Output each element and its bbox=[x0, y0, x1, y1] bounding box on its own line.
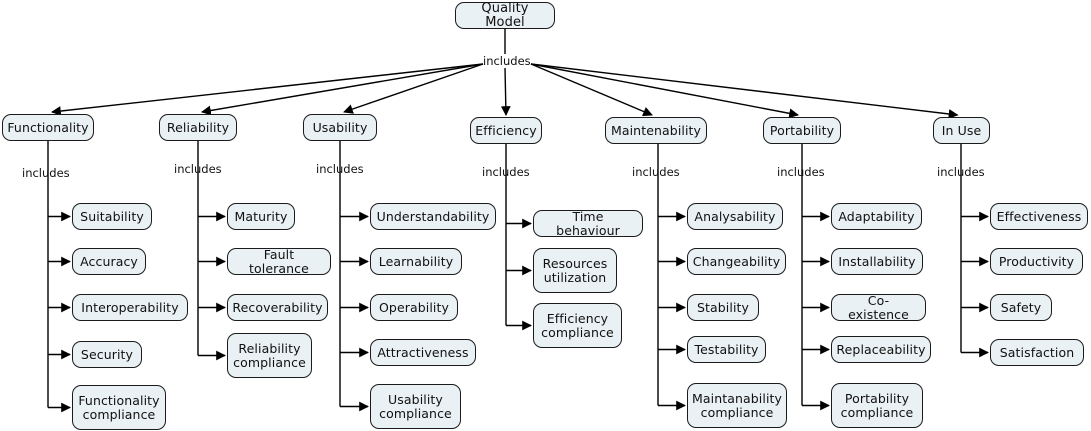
leaf-node-functionality-0[interactable]: Suitability bbox=[72, 203, 152, 230]
leaf-node-portability-2[interactable]: Co-existence bbox=[831, 293, 926, 321]
category-node-usability[interactable]: Usability bbox=[303, 114, 377, 141]
leaf-node-portability-0[interactable]: Adaptability bbox=[831, 203, 922, 230]
leaf-node-maintenability-2[interactable]: Stability bbox=[687, 294, 759, 321]
leaf-node-functionality-4[interactable]: Functionality compliance bbox=[72, 385, 166, 430]
leaf-node-functionality-3[interactable]: Security bbox=[72, 341, 142, 368]
leaf-node-portability-4[interactable]: Portability compliance bbox=[831, 383, 923, 428]
leaf-node-maintenability-4[interactable]: Maintanability compliance bbox=[687, 383, 787, 428]
relation-label-portability: includes bbox=[777, 165, 825, 179]
leaf-node-in-use-0[interactable]: Effectiveness bbox=[990, 203, 1088, 230]
leaf-node-in-use-3[interactable]: Satisfaction bbox=[990, 339, 1084, 366]
relation-label-reliability: includes bbox=[174, 162, 222, 176]
relation-label-in-use: includes bbox=[937, 165, 985, 179]
root-node-quality-model[interactable]: Quality Model bbox=[455, 1, 555, 29]
leaf-node-reliability-2[interactable]: Recoverability bbox=[227, 294, 328, 321]
leaf-node-portability-1[interactable]: Installability bbox=[831, 248, 923, 275]
leaf-node-functionality-2[interactable]: Interoperability bbox=[72, 294, 188, 321]
leaf-node-maintenability-3[interactable]: Testability bbox=[687, 336, 766, 363]
leaf-node-usability-1[interactable]: Learnability bbox=[370, 248, 462, 275]
leaf-node-maintenability-1[interactable]: Changeability bbox=[687, 248, 786, 275]
category-node-reliability[interactable]: Reliability bbox=[159, 114, 237, 141]
category-node-functionality[interactable]: Functionality bbox=[2, 114, 94, 141]
root-relation-label: includes bbox=[483, 54, 531, 68]
leaf-node-functionality-1[interactable]: Accuracy bbox=[72, 248, 146, 275]
relation-label-maintenability: includes bbox=[632, 165, 680, 179]
leaf-node-usability-3[interactable]: Attractiveness bbox=[370, 339, 476, 366]
leaf-node-efficiency-1[interactable]: Resources utilization bbox=[533, 248, 617, 293]
leaf-node-efficiency-0[interactable]: Time behaviour bbox=[533, 209, 643, 237]
leaf-node-maintenability-0[interactable]: Analysability bbox=[687, 203, 783, 230]
relation-label-functionality: includes bbox=[22, 166, 70, 180]
leaf-node-in-use-2[interactable]: Safety bbox=[990, 294, 1052, 321]
category-node-maintenability[interactable]: Maintenability bbox=[605, 117, 707, 144]
leaf-node-in-use-1[interactable]: Productivity bbox=[990, 248, 1083, 275]
category-node-portability[interactable]: Portability bbox=[763, 117, 841, 144]
leaf-node-portability-3[interactable]: Replaceability bbox=[831, 336, 931, 363]
leaf-node-reliability-1[interactable]: Fault tolerance bbox=[227, 247, 331, 275]
leaf-node-reliability-3[interactable]: Reliability compliance bbox=[227, 333, 312, 378]
leaf-node-reliability-0[interactable]: Maturity bbox=[227, 203, 295, 230]
category-node-efficiency[interactable]: Efficiency bbox=[470, 117, 542, 144]
relation-label-usability: includes bbox=[316, 162, 364, 176]
leaf-node-usability-4[interactable]: Usability compliance bbox=[370, 384, 461, 429]
relation-label-efficiency: includes bbox=[482, 165, 530, 179]
leaf-node-efficiency-2[interactable]: Efficiency compliance bbox=[533, 303, 622, 348]
leaf-node-usability-2[interactable]: Operability bbox=[370, 294, 458, 321]
category-node-in-use[interactable]: In Use bbox=[933, 117, 990, 144]
leaf-node-usability-0[interactable]: Understandability bbox=[370, 203, 496, 230]
